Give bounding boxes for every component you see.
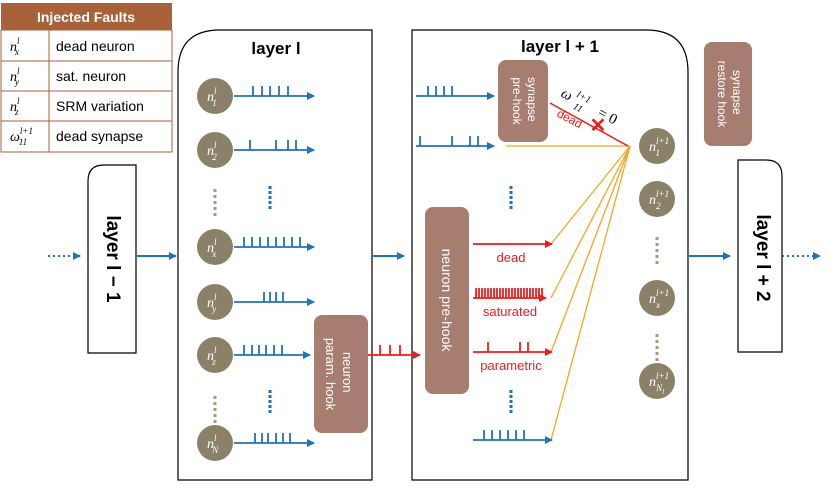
spike-train [234,345,311,359]
synapse-restore-hook: synapse restore hook [704,42,752,146]
neuron-pre-hook-label: neuron pre-hook [439,249,455,353]
svg-text:nlx: nlx [207,237,217,259]
fault-label: dead synapse [56,128,143,144]
dead-synapse-line [549,102,629,147]
svg-text:nl+1Nl: nl+1Nl [649,371,669,396]
layer-after-label: layer l + 2 [752,214,773,301]
svg-text:nl+12: nl+12 [649,189,669,211]
svg-text:nlN: nlN [207,433,219,455]
synapse-lines [506,145,631,441]
neuron-dots [213,396,217,423]
spike-train [234,237,315,251]
fault-table-title: Injected Faults [37,9,135,25]
neuron-param-hook-line1: neuron [340,352,355,392]
layer-next-box: layer l + 1 [411,29,689,481]
layer-prev-label: layer l − 1 [102,215,123,303]
neuron-dots [655,237,659,264]
svg-text:nly: nly [207,292,217,314]
svg-text:nlz: nlz [207,345,217,367]
spike-train [234,433,315,447]
saturated-spike-train [473,288,547,302]
fault-label: sat. neuron [56,68,126,84]
layer-after-box: layer l + 2 [737,159,783,353]
parametric-label: parametric [480,358,542,373]
layer-current-label: layer l [251,39,300,58]
spike-train [473,430,553,444]
parametric-spike-train [473,342,553,356]
svg-text:nl1: nl1 [207,86,217,108]
spike-train [416,86,495,100]
synapse-pre-hook-line1: synapse [525,77,539,122]
svg-text:neuron param. hook: neuron param. hook [323,338,355,411]
layer-next-label: layer l + 1 [521,37,599,56]
fault-label: SRM variation [56,98,144,114]
synapse-pre-hook-line2: pre-hook [510,77,524,125]
spike-train [416,136,495,150]
layer-prev-box: layer l − 1 [87,164,137,354]
fault-label: dead neuron [56,38,135,54]
spike-dots [268,186,272,209]
synapse-restore-hook-line1: synapse [730,70,744,115]
neuron-dots [655,334,659,361]
neuron-pre-hook: neuron pre-hook [425,207,469,394]
neuron-dots [213,189,217,216]
dead-synapse-x-icon: ✕ [590,115,607,137]
svg-text:synapse restore hook: synapse restore hook [715,61,744,129]
dead-label: dead [497,250,526,265]
svg-text:synapse pre-hook: synapse pre-hook [510,77,539,126]
svg-text:nl+1x: nl+1x [649,288,669,310]
saturated-label: saturated [483,304,537,319]
neuron-param-hook: neuron param. hook [314,315,368,433]
neuron-param-hook-line2: param. hook [323,338,338,411]
spike-dots [509,390,513,413]
synapse-pre-hook: synapse pre-hook [498,60,548,142]
svg-text:nl+11: nl+11 [649,136,669,158]
faulty-spike-train [368,345,421,359]
spike-train [234,140,315,154]
synapse-restore-hook-line2: restore hook [715,61,729,129]
spike-train [234,292,315,306]
spike-dots [509,186,513,209]
spike-dots [268,390,272,413]
fault-table-header [1,3,172,30]
svg-text:nl2: nl2 [207,140,217,162]
spike-train [234,86,315,100]
